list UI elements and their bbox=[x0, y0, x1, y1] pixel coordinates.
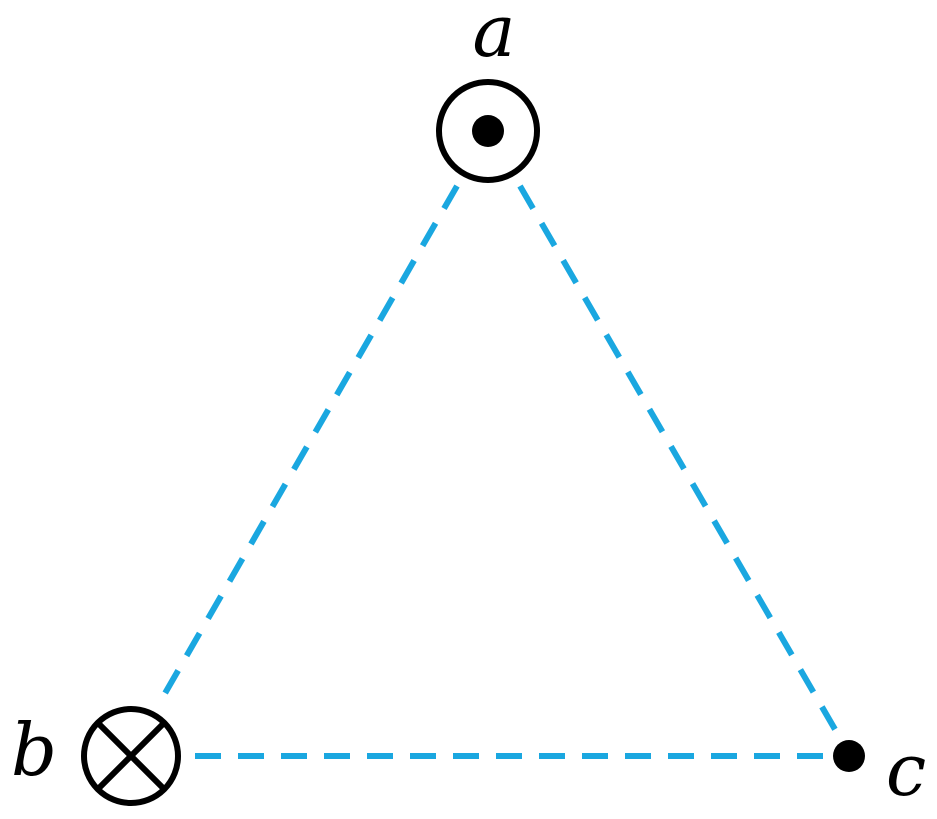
node-a: a bbox=[436, 0, 540, 183]
node-label-c: c bbox=[886, 728, 926, 812]
node-label-b: b bbox=[11, 708, 57, 792]
filled-dot-icon bbox=[833, 740, 865, 772]
edge-a-c bbox=[517, 184, 843, 740]
center-dot bbox=[472, 115, 504, 147]
node-c: c bbox=[833, 728, 926, 812]
edge-a-b bbox=[157, 184, 460, 704]
node-b: b bbox=[11, 706, 181, 806]
node-label-a: a bbox=[473, 0, 516, 73]
cross-stroke-2 bbox=[95, 720, 167, 792]
